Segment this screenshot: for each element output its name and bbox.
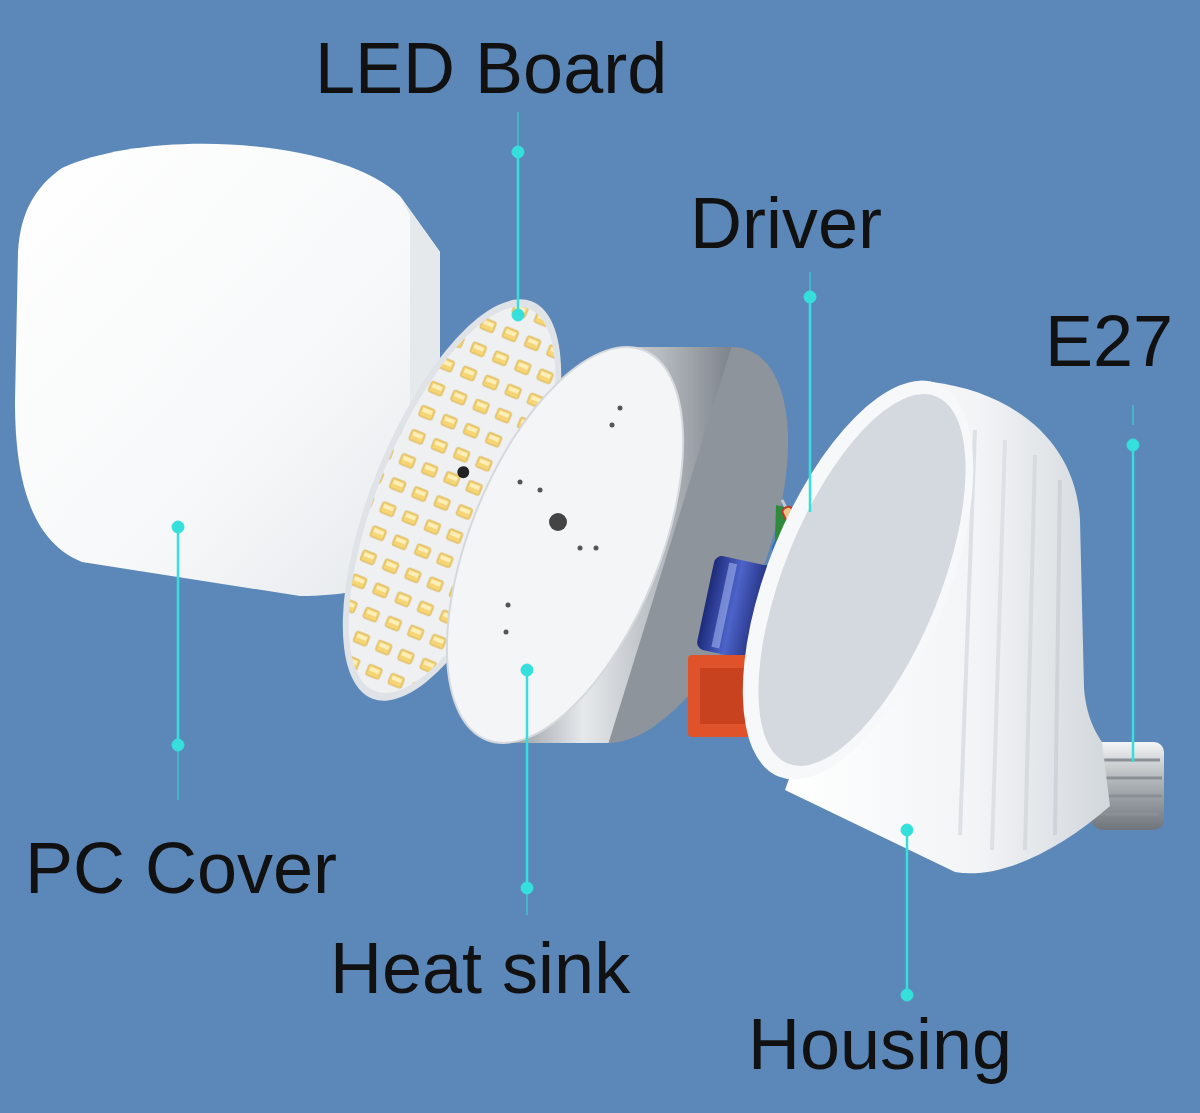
housing: [695, 350, 1110, 874]
part-label: Housing: [748, 1008, 1012, 1080]
part-label: PC Cover: [25, 832, 337, 904]
part-label: Heat sink: [330, 932, 630, 1004]
part-label: E27: [1045, 305, 1173, 377]
part-label: Driver: [690, 187, 882, 259]
part-label: LED Board: [315, 32, 667, 104]
